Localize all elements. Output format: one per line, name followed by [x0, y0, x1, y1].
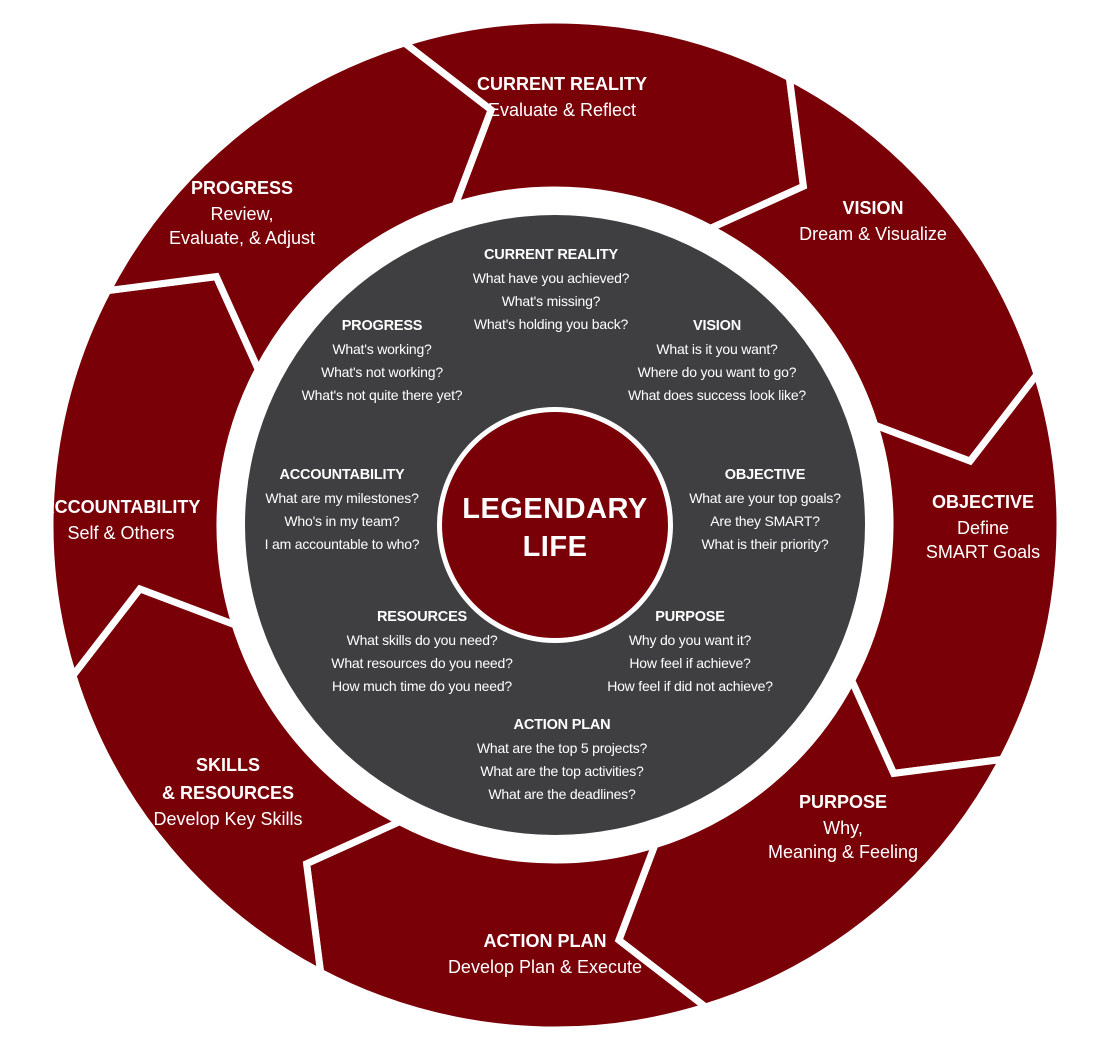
- inner-section-accountability: ACCOUNTABILITY What are my milestones? W…: [265, 464, 420, 556]
- outer-step-description: Self & Others: [67, 523, 175, 543]
- inner-section-purpose: PURPOSE Why do you want it? How feel if …: [607, 606, 773, 698]
- outer-step-title: SKILLS: [195, 755, 260, 775]
- ring-segment-progress: [101, 39, 496, 378]
- outer-step-accountability: ACCOUNTABILITY Self & Others: [42, 493, 201, 545]
- outer-step-title: ACTION PLAN: [483, 931, 607, 951]
- outer-step-title: OBJECTIVE: [931, 492, 1035, 512]
- inner-question: What are the top activities?: [480, 763, 644, 779]
- inner-section-progress: PROGRESS What's working? What's not work…: [302, 315, 463, 407]
- inner-question: What are my milestones?: [265, 490, 419, 506]
- inner-question: Who's in my team?: [284, 513, 400, 529]
- outer-step-description: Evaluate & Reflect: [487, 100, 637, 120]
- inner-question: What's missing?: [501, 293, 601, 309]
- inner-section-title: PURPOSE: [655, 609, 725, 625]
- center-title-line-2: LIFE: [522, 531, 588, 563]
- inner-question: What is it you want?: [656, 341, 778, 357]
- outer-step-progress: PROGRESS Review, Evaluate, & Adjust: [169, 174, 315, 250]
- outer-step-description: Evaluate, & Adjust: [168, 228, 316, 248]
- inner-question: I am accountable to who?: [264, 536, 420, 552]
- inner-question: How much time do you need?: [331, 678, 513, 694]
- inner-question: What are the deadlines?: [488, 786, 636, 802]
- inner-question: What skills do you need?: [346, 632, 498, 648]
- outer-step-title: CURRENT REALITY: [477, 74, 647, 94]
- inner-section-title: OBJECTIVE: [724, 467, 806, 483]
- inner-question: What's not working?: [321, 364, 443, 380]
- outer-step-vision: VISION Dream & Visualize: [799, 194, 947, 246]
- outer-step-description: Develop Plan & Execute: [447, 957, 643, 977]
- inner-section-title: RESOURCES: [376, 609, 468, 625]
- inner-section-title: ACCOUNTABILITY: [279, 467, 405, 483]
- inner-section-resources: RESOURCES What skills do you need? What …: [331, 606, 513, 698]
- inner-section-title: PROGRESS: [341, 318, 423, 334]
- outer-step-description: SMART Goals: [925, 542, 1041, 562]
- inner-section-title: ACTION PLAN: [513, 717, 611, 733]
- inner-section-title: CURRENT REALITY: [484, 247, 618, 263]
- inner-question: How feel if achieve?: [629, 655, 751, 671]
- outer-step-action-plan: ACTION PLAN Develop Plan & Execute: [448, 927, 642, 979]
- center-title: LEGENDARY LIFE: [462, 490, 648, 566]
- outer-step-description: Why,: [823, 818, 863, 838]
- outer-step-description: Define: [956, 518, 1010, 538]
- inner-question: Are they SMART?: [710, 513, 820, 529]
- outer-step-objective: OBJECTIVE Define SMART Goals: [926, 488, 1040, 564]
- outer-step-description: Dream & Visualize: [799, 224, 947, 244]
- inner-question: Where do you want to go?: [637, 364, 797, 380]
- outer-step-current-reality: CURRENT REALITY Evaluate & Reflect: [477, 70, 647, 122]
- inner-question: What have you achieved?: [472, 270, 630, 286]
- inner-question: What's not quite there yet?: [301, 387, 463, 403]
- inner-section-title: VISION: [693, 318, 741, 334]
- inner-question: Why do you want it?: [628, 632, 752, 648]
- inner-question: What does success look like?: [627, 387, 807, 403]
- inner-section-action-plan: ACTION PLAN What are the top 5 projects?…: [477, 714, 647, 806]
- inner-question: What's holding you back?: [473, 316, 629, 332]
- inner-section-current-reality: CURRENT REALITY What have you achieved? …: [473, 244, 630, 336]
- outer-step-purpose: PURPOSE Why, Meaning & Feeling: [768, 788, 918, 864]
- outer-step-description: Review,: [210, 204, 274, 224]
- center-title-line-1: LEGENDARY: [462, 493, 648, 525]
- outer-step-title: PROGRESS: [190, 178, 294, 198]
- inner-section-vision: VISION What is it you want? Where do you…: [628, 315, 806, 407]
- outer-step-description: Develop Key Skills: [153, 809, 303, 829]
- inner-question: How feel if did not achieve?: [607, 678, 773, 694]
- inner-question: What resources do you need?: [331, 655, 513, 671]
- inner-section-objective: OBJECTIVE What are your top goals? Are t…: [689, 464, 841, 556]
- outer-step-title: ACCOUNTABILITY: [41, 497, 201, 517]
- outer-step-title: & RESOURCES: [161, 783, 295, 803]
- center-circle: [442, 412, 668, 638]
- inner-question: What are the top 5 projects?: [476, 740, 648, 756]
- inner-question: What are your top goals?: [689, 490, 841, 506]
- inner-question: What is their priority?: [701, 536, 829, 552]
- outer-step-title: PURPOSE: [798, 792, 888, 812]
- outer-step-description: Meaning & Feeling: [767, 842, 919, 862]
- outer-step-skills-resources: SKILLS & RESOURCES Develop Key Skills: [153, 751, 302, 831]
- outer-step-title: VISION: [842, 198, 904, 218]
- inner-question: What's working?: [332, 341, 432, 357]
